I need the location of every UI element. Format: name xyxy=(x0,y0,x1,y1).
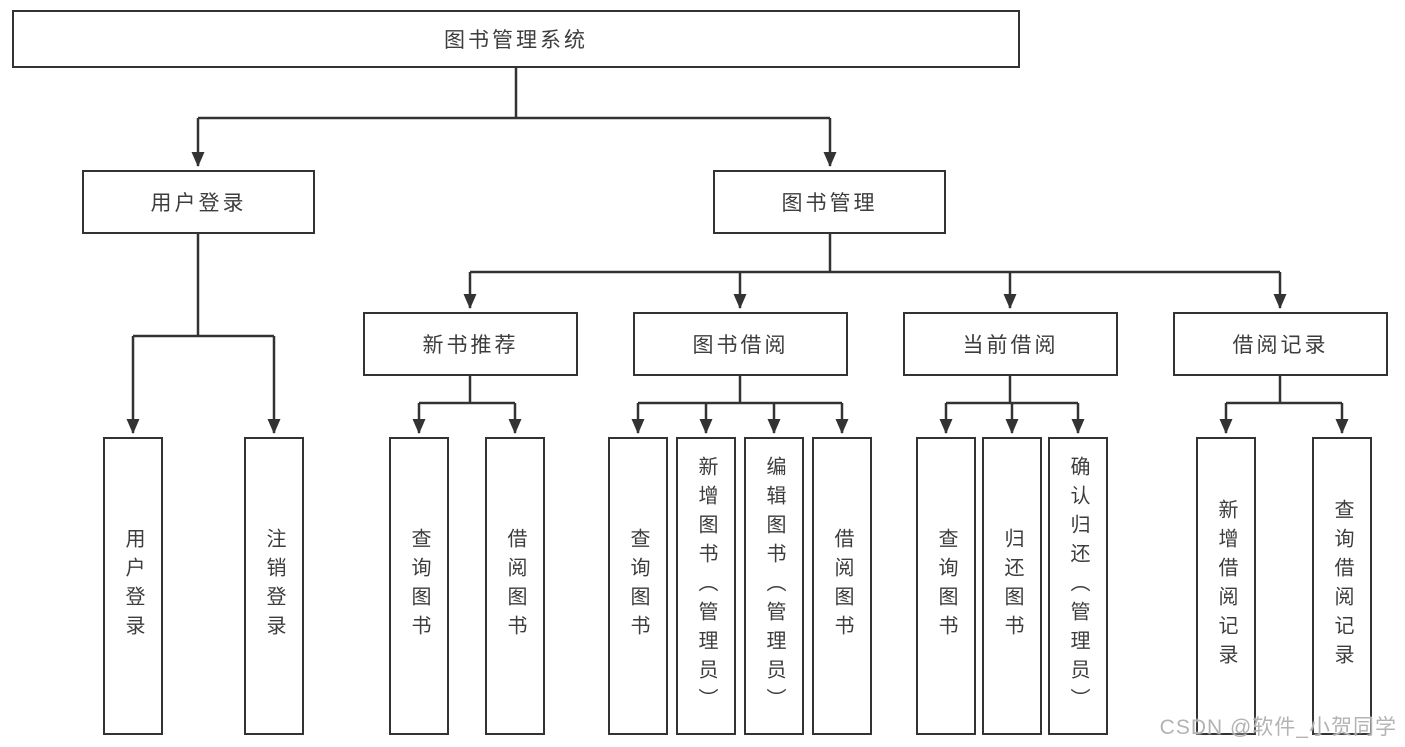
leaf-query-books-borrow: 查询图书 xyxy=(608,437,668,735)
node-borrowing-records: 借阅记录 xyxy=(1173,312,1388,376)
node-label: 图书管理系统 xyxy=(444,29,588,52)
leaf-label: 编辑图书（管理员） xyxy=(763,455,785,717)
node-book-management: 图书管理 xyxy=(713,170,946,234)
leaf-label: 新增借阅记录 xyxy=(1215,499,1237,673)
leaf-edit-books-admin: 编辑图书（管理员） xyxy=(744,437,804,735)
node-new-book-recommend: 新书推荐 xyxy=(363,312,578,376)
leaf-return-books: 归还图书 xyxy=(982,437,1042,735)
leaf-add-books-admin: 新增图书（管理员） xyxy=(676,437,736,735)
csdn-watermark: CSDN @软件_小贺同学 xyxy=(1159,716,1397,739)
leaf-label: 查询图书 xyxy=(408,528,430,644)
node-current-borrowing: 当前借阅 xyxy=(903,312,1118,376)
node-library-management-system: 图书管理系统 xyxy=(12,10,1020,68)
leaf-user-login: 用户登录 xyxy=(103,437,163,735)
leaf-label: 查询图书 xyxy=(627,528,649,644)
leaf-label: 注销登录 xyxy=(263,528,285,644)
leaf-logout: 注销登录 xyxy=(244,437,304,735)
leaf-label: 确认归还（管理员） xyxy=(1067,455,1089,717)
node-label: 新书推荐 xyxy=(422,334,519,357)
node-label: 图书借阅 xyxy=(692,334,789,357)
node-book-borrowing: 图书借阅 xyxy=(633,312,848,376)
leaf-label: 新增图书（管理员） xyxy=(695,455,717,717)
leaf-label: 归还图书 xyxy=(1001,528,1023,644)
leaf-query-books-current: 查询图书 xyxy=(916,437,976,735)
leaf-label: 借阅图书 xyxy=(831,528,853,644)
node-label: 图书管理 xyxy=(781,192,878,215)
leaf-label: 借阅图书 xyxy=(504,528,526,644)
leaf-borrow-books: 借阅图书 xyxy=(812,437,872,735)
leaf-label: 查询借阅记录 xyxy=(1331,499,1353,673)
leaf-label: 用户登录 xyxy=(122,528,144,644)
node-label: 当前借阅 xyxy=(962,334,1059,357)
leaf-query-books-recommend: 查询图书 xyxy=(389,437,449,735)
leaf-label: 查询图书 xyxy=(935,528,957,644)
leaf-confirm-return-admin: 确认归还（管理员） xyxy=(1048,437,1108,735)
node-user-login: 用户登录 xyxy=(82,170,315,234)
leaf-query-borrow-record: 查询借阅记录 xyxy=(1312,437,1372,735)
leaf-add-borrow-record: 新增借阅记录 xyxy=(1196,437,1256,735)
node-label: 用户登录 xyxy=(150,192,247,215)
leaf-borrow-books-recommend: 借阅图书 xyxy=(485,437,545,735)
node-label: 借阅记录 xyxy=(1232,334,1329,357)
